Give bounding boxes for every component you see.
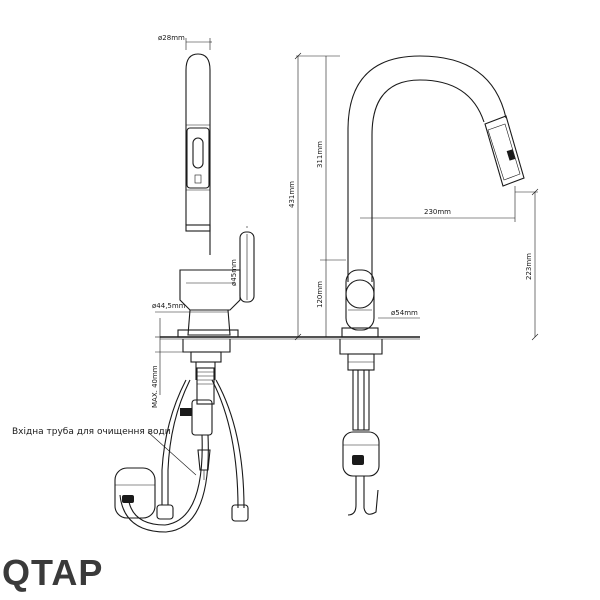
dim-max-thickness: MAX. 40mm [151, 365, 159, 408]
side-view-faucet [114, 53, 255, 533]
label-filtered-water-inlet: Вхідна труба для очищення води [12, 427, 171, 437]
brand-logo: QTAP [2, 552, 103, 593]
dim-outlet-height: 223mm [525, 253, 533, 280]
dim-body-height: 120mm [316, 281, 324, 308]
dim-total-height: 431mm [288, 181, 296, 208]
dim-spout-diameter: ø28mm [158, 34, 185, 42]
dim-spout-height: 311mm [316, 141, 324, 168]
dim-lever-diameter: ø45mm [230, 259, 238, 286]
dim-base-diameter: ø54mm [391, 309, 418, 317]
dim-body-diameter: ø44,5mm [152, 302, 186, 310]
front-view-dimensions [294, 52, 539, 341]
front-view-faucet [339, 55, 525, 516]
dim-reach: 230mm [424, 208, 451, 216]
side-view-dimensions [155, 38, 248, 395]
